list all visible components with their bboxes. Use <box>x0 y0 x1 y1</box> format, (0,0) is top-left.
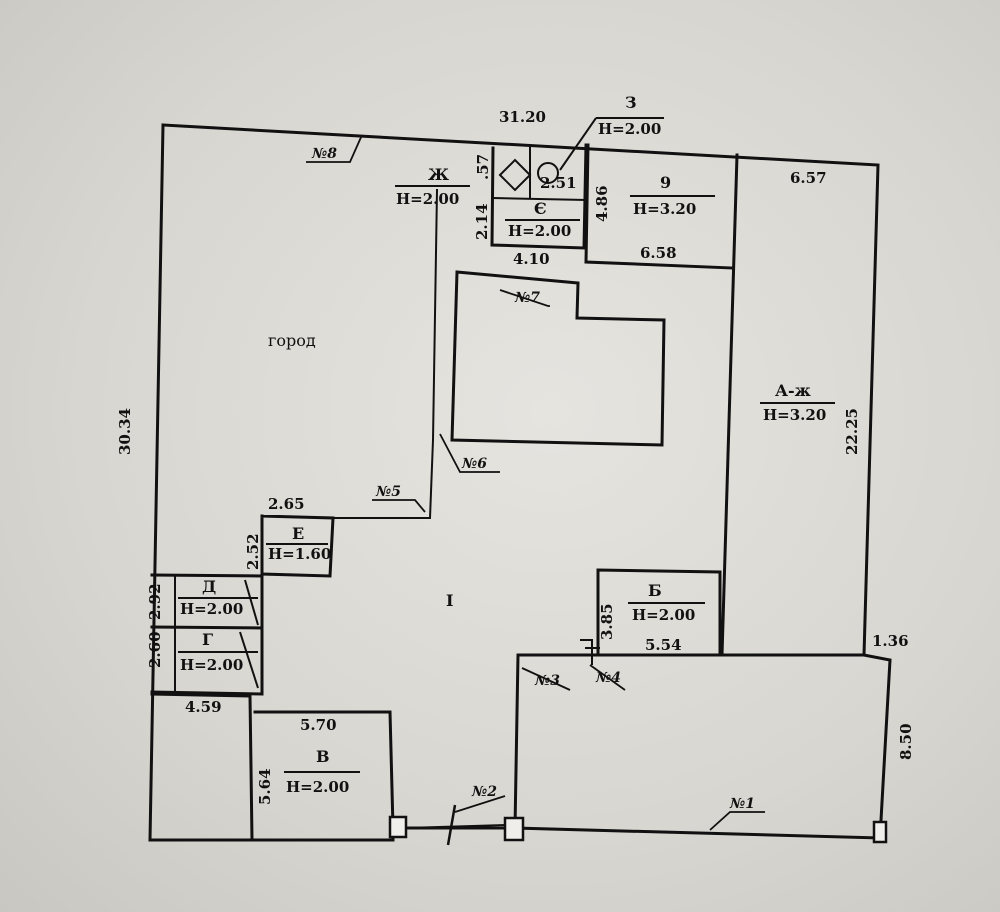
wall-b <box>596 568 722 657</box>
marker-6: №6 <box>461 456 487 472</box>
room-a-height: H=3.20 <box>763 406 826 424</box>
room-v-height: H=2.00 <box>286 778 349 796</box>
post-left <box>388 815 408 839</box>
post-right <box>872 820 888 844</box>
dim-ye-height: 2.52 <box>244 533 262 570</box>
marker-8: №8 <box>311 146 337 162</box>
room-9-name: 9 <box>660 173 671 192</box>
dim-ext-height: 8.50 <box>897 723 915 760</box>
dim-v-height: 5.64 <box>256 768 274 805</box>
wall-d <box>150 573 264 696</box>
dim-b-height: 3.85 <box>598 603 616 640</box>
marker-1: №1 <box>729 796 755 812</box>
dim-top-a: 6.57 <box>790 169 827 187</box>
dim-e-width: 4.10 <box>513 250 550 268</box>
dim-top-total: 31.20 <box>499 108 546 126</box>
room-9-height: H=3.20 <box>633 200 696 218</box>
room-ye-name: Е <box>292 524 304 543</box>
room-d-height: H=2.00 <box>180 600 243 618</box>
marker-7: №7 <box>514 290 540 306</box>
dim-z-height: 4.86 <box>593 185 611 222</box>
gate-mark <box>446 804 457 846</box>
marker-2: №2 <box>471 784 497 800</box>
room-zh-height: H=2.00 <box>396 190 459 208</box>
well-symbol <box>537 162 559 184</box>
wall-a <box>720 153 739 657</box>
room-e-name: Є <box>534 199 547 218</box>
dim-e-height: 2.14 <box>473 203 491 240</box>
dim-zh-small: .57 <box>474 154 492 180</box>
wall-e <box>490 143 588 250</box>
diag-hatch-d <box>239 579 259 689</box>
dim-b-width: 5.54 <box>645 636 682 654</box>
yard-label: I <box>446 591 453 610</box>
wall-lb <box>150 692 254 842</box>
marker-5: №5 <box>375 484 401 500</box>
gate-line <box>403 823 507 830</box>
marker-4-leader <box>589 664 626 691</box>
wall-9 <box>584 143 734 270</box>
dim-ye-width: 2.65 <box>268 495 305 513</box>
dim-ext-width: 1.36 <box>872 632 909 650</box>
marker-8-leader <box>306 134 363 163</box>
wall-e-mid <box>491 196 588 202</box>
room-z-height: H=2.00 <box>598 120 661 138</box>
marker-7-leader <box>499 289 550 307</box>
room-e-height: H=2.00 <box>508 222 571 240</box>
room-d-name: Д <box>202 577 216 596</box>
dim-v-width: 5.70 <box>300 716 337 734</box>
room-g-height: H=2.00 <box>180 656 243 674</box>
room-v-name: В <box>316 747 330 766</box>
stepped-line <box>332 188 439 519</box>
dim-left-total: 30.34 <box>116 408 134 455</box>
room-ye-height: H=1.60 <box>268 545 331 563</box>
marker-3-leader <box>521 667 571 691</box>
tank-symbol <box>498 158 532 192</box>
marker-6-leader <box>439 433 500 473</box>
dim-g-height: 2.60 <box>146 631 164 668</box>
marker-2-leader <box>454 795 506 813</box>
garden-label: город <box>268 331 316 350</box>
dim-d-height: 2.92 <box>146 583 164 620</box>
house-block <box>450 270 666 447</box>
wall-d-div <box>150 625 264 630</box>
door-mark <box>580 639 600 665</box>
room-a-name: А-ж <box>775 381 811 400</box>
left-boundary <box>148 123 395 842</box>
wall-ye <box>260 514 335 578</box>
dim-z-width: 6.58 <box>640 244 677 262</box>
room-b-name: Б <box>648 581 662 600</box>
marker-1-leader <box>709 811 765 831</box>
room-g-name: Г <box>202 630 213 649</box>
dim-right-a: 22.25 <box>843 408 861 455</box>
room-zh-name: Ж <box>428 165 449 184</box>
dim-small-w: 2.51 <box>540 174 577 192</box>
dim-left-bottom: 4.59 <box>185 698 222 716</box>
marker-5-leader <box>372 499 426 513</box>
room-b-height: H=2.00 <box>632 606 695 624</box>
room-z-name: З <box>625 93 637 112</box>
post-mid <box>503 816 525 842</box>
room-z-leader <box>559 117 597 171</box>
south-fence <box>513 653 892 840</box>
